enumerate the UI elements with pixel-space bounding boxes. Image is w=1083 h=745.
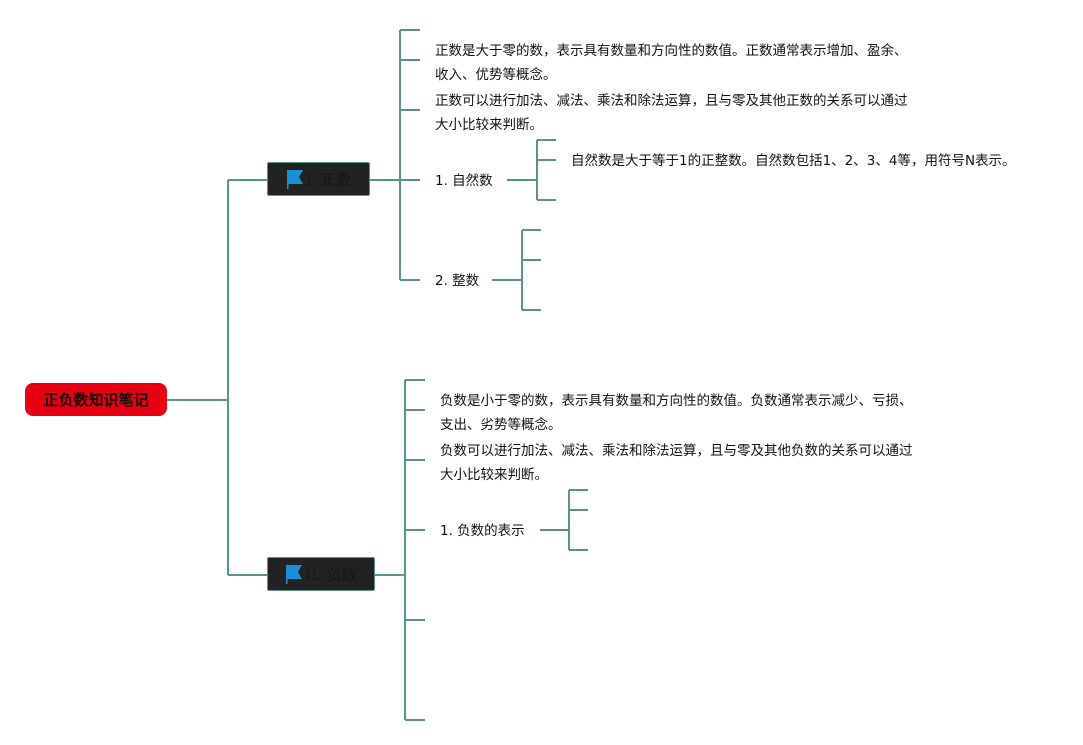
topic-2-connector	[375, 379, 425, 721]
note-line: 负数可以进行加法、减法、乘法和除法运算，且与零及其他负数的关系可以通过	[440, 443, 913, 459]
topic-1-connector	[370, 29, 420, 281]
note-negative-definition[interactable]: 负数是小于零的数，表示具有数量和方向性的数值。负数通常表示减少、亏损、 支出、劣…	[440, 389, 913, 437]
note-negative-operations[interactable]: 负数可以进行加法、减法、乘法和除法运算，且与零及其他负数的关系可以通过 大小比较…	[440, 439, 913, 487]
flag-icon	[286, 565, 303, 584]
root-connector	[167, 179, 267, 576]
subtopic-label: 1. 负数的表示	[440, 523, 525, 539]
note-positive-definition[interactable]: 正数是大于零的数，表示具有数量和方向性的数值。正数通常表示增加、盈余、 收入、优…	[435, 39, 908, 87]
topic-label: I. 正数	[305, 170, 352, 189]
detail-text: 自然数是大于等于1的正整数。自然数包括1、2、3、4等，用符号N表示。	[571, 153, 1016, 169]
topic-positive-numbers[interactable]: I. 正数	[267, 162, 370, 196]
root-label: 正负数知识笔记	[43, 391, 149, 409]
topic-negative-numbers[interactable]: II. 负数	[267, 557, 375, 591]
subtopic-integers[interactable]: 2. 整数	[435, 269, 479, 293]
subtopic-label: 1. 自然数	[435, 173, 493, 189]
note-line: 负数是小于零的数，表示具有数量和方向性的数值。负数通常表示减少、亏损、	[440, 393, 913, 409]
note-line: 大小比较来判断。	[435, 117, 543, 133]
note-line: 正数是大于零的数，表示具有数量和方向性的数值。正数通常表示增加、盈余、	[435, 43, 908, 59]
natural-number-detail[interactable]: 自然数是大于等于1的正整数。自然数包括1、2、3、4等，用符号N表示。	[571, 149, 1016, 173]
subtopic-natural-numbers[interactable]: 1. 自然数	[435, 169, 493, 193]
natural-number-connector	[507, 139, 556, 201]
negative-representation-connector	[540, 489, 588, 551]
note-line: 收入、优势等概念。	[435, 67, 557, 83]
note-line: 大小比较来判断。	[440, 467, 548, 483]
note-line: 支出、劣势等概念。	[440, 417, 562, 433]
note-positive-operations[interactable]: 正数可以进行加法、减法、乘法和除法运算，且与零及其他正数的关系可以通过 大小比较…	[435, 89, 908, 137]
note-line: 正数可以进行加法、减法、乘法和除法运算，且与零及其他正数的关系可以通过	[435, 93, 908, 109]
subtopic-negative-representation[interactable]: 1. 负数的表示	[440, 519, 525, 543]
subtopic-label: 2. 整数	[435, 273, 480, 289]
topic-label: II. 负数	[305, 565, 357, 584]
flag-icon	[286, 170, 303, 189]
root-node[interactable]: 正负数知识笔记	[25, 383, 167, 416]
integer-connector	[492, 229, 541, 311]
